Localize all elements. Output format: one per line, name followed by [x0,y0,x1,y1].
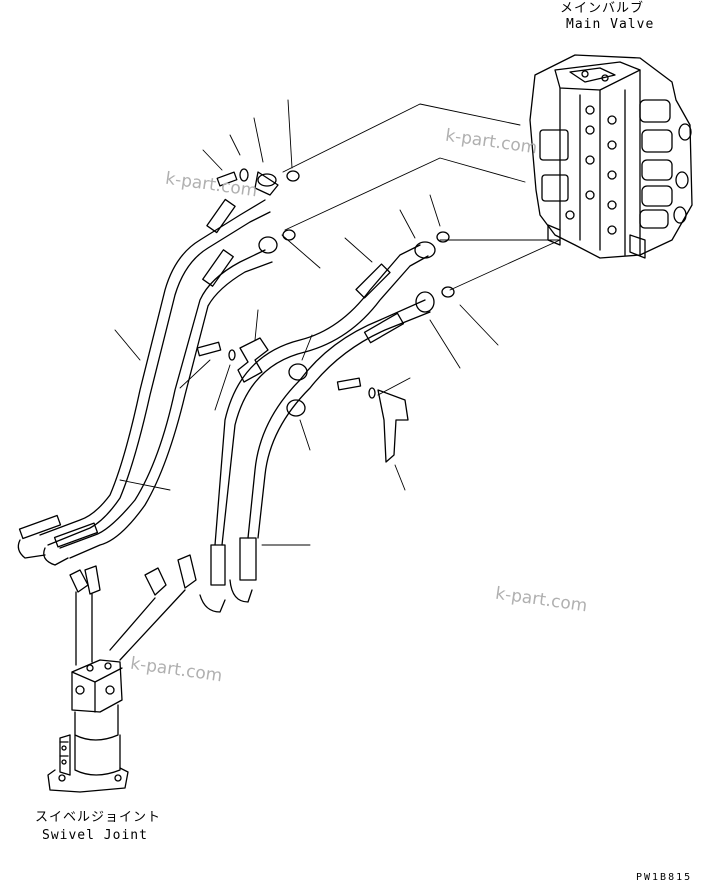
leader-lines [115,100,560,545]
hose-lines [18,172,435,612]
main-valve-label-en: Main Valve [566,17,655,32]
drawing-code: PW1B815 [636,872,693,883]
swivel-joint-label-jp: スイベルジョイント [35,810,162,825]
small-parts [70,169,454,665]
swivel-joint-assembly [48,660,128,792]
swivel-joint-label-en: Swivel Joint [42,828,148,843]
main-valve-assembly [530,55,692,258]
main-valve-label-jp: メインバルブ [560,1,645,16]
